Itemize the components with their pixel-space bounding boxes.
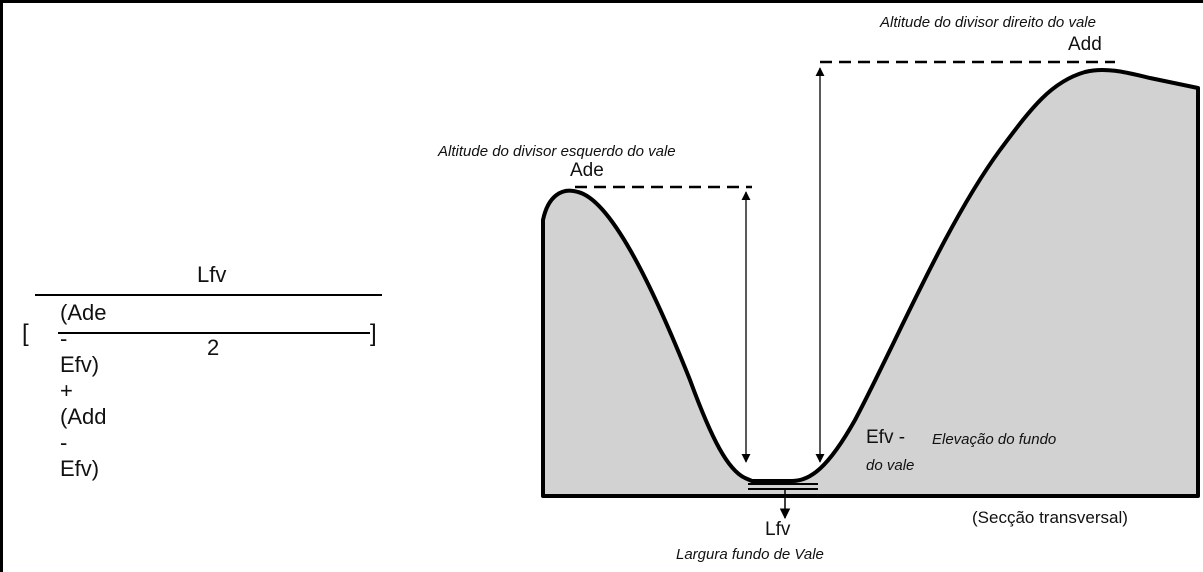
floor-width-description: Largura fundo de Vale (676, 546, 824, 563)
left-divide-abbreviation: Ade (570, 160, 604, 181)
formula-divisor: 2 (207, 335, 220, 360)
terrain-profile (541, 68, 1200, 498)
formula-left-bracket: [ (22, 320, 29, 347)
formula-right-bracket: ] (370, 320, 377, 347)
cross-section-caption: (Secção transversal) (972, 508, 1128, 527)
floor-elevation-abbreviation: Efv - (866, 427, 906, 448)
floor-elevation-description-line1: Elevação do fundo (932, 431, 1057, 448)
right-divide-description: Altitude do divisor direito do vale (880, 14, 1096, 31)
left-divide-description: Altitude do divisor esquerdo do vale (438, 143, 676, 160)
right-divide-abbreviation: Add (1068, 34, 1102, 55)
formula-inner-fraction-bar (58, 332, 370, 334)
formula-main-fraction-bar (35, 294, 382, 296)
formula-numerator: Lfv (197, 262, 227, 287)
formula-denominator-expression: (Ade - Efv) + (Add - Efv) (60, 300, 107, 481)
floor-elevation-description-line2: do vale (866, 457, 915, 474)
floor-width-abbreviation: Lfv (765, 519, 791, 540)
